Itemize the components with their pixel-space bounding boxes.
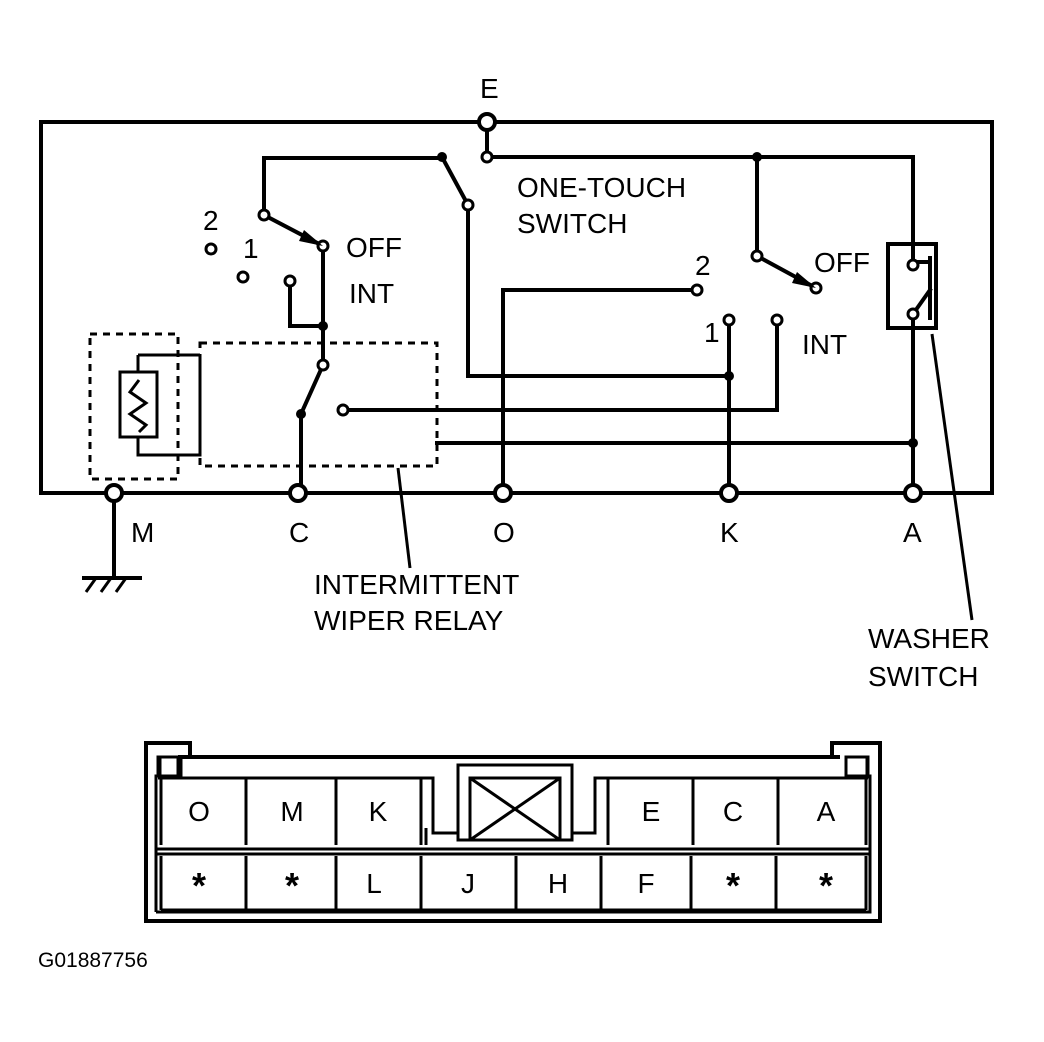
washer-switch-label-line1: WASHER (868, 623, 990, 654)
one-touch-switch-label-line2: SWITCH (517, 208, 627, 239)
terminal-a (903, 483, 923, 503)
right-switch-pos2: 2 (695, 250, 711, 281)
washer-switch-label-line2: SWITCH (868, 661, 978, 692)
pin-bottom-5: H (548, 868, 568, 899)
relay-boundary (88, 332, 439, 481)
right-switch-pos1: 1 (704, 317, 720, 348)
left-switch-int: INT (349, 278, 394, 309)
pin-bottom-3: L (366, 868, 382, 899)
one-touch-switch-label-line1: ONE-TOUCH (517, 172, 686, 203)
callout-leaders (396, 333, 974, 621)
label-terminal-k: K (720, 517, 739, 548)
junction-dots (296, 152, 918, 448)
figure-id: G01887756 (38, 949, 148, 972)
pin-bottom-8: * (819, 865, 833, 906)
terminals (104, 112, 923, 503)
label-terminal-e: E (480, 73, 499, 104)
label-terminal-a: A (903, 517, 922, 548)
terminal-k (719, 483, 739, 503)
switch-position-labels: 2 1 OFF INT 2 1 OFF INT (203, 205, 870, 360)
left-switch-pos2: 2 (203, 205, 219, 236)
pin-bottom-1: * (192, 865, 206, 906)
pin-bottom-2: * (285, 865, 299, 906)
left-switch-off: OFF (346, 232, 402, 263)
connector-pin-labels: O M K E C A * * L J H F * * (188, 796, 836, 906)
terminal-e (477, 112, 497, 132)
callout-text: ONE-TOUCH SWITCH INTERMITTENT WIPER RELA… (314, 172, 990, 692)
pin-top-1: O (188, 796, 210, 827)
relay-label-line2: WIPER RELAY (314, 605, 504, 636)
connector-face (144, 741, 882, 923)
pin-top-2: M (280, 796, 303, 827)
label-terminal-o: O (493, 517, 515, 548)
relay-label-line1: INTERMITTENT (314, 569, 519, 600)
terminal-labels: E M C O K A (131, 73, 922, 548)
terminal-o (493, 483, 513, 503)
pin-top-6: A (817, 796, 836, 827)
left-switch-pos1: 1 (243, 233, 259, 264)
terminal-c (288, 483, 308, 503)
pin-bottom-6: F (637, 868, 654, 899)
pin-top-5: C (723, 796, 743, 827)
pin-bottom-7: * (726, 865, 740, 906)
right-switch-off: OFF (814, 247, 870, 278)
label-terminal-c: C (289, 517, 309, 548)
pin-top-3: K (369, 796, 388, 827)
ground-symbol (82, 499, 142, 593)
pin-top-4: E (642, 796, 661, 827)
switch-contacts (204, 150, 920, 417)
terminal-m (104, 483, 124, 503)
blade-arrowheads (299, 230, 816, 288)
label-terminal-m: M (131, 517, 154, 548)
pin-bottom-4: J (461, 868, 475, 899)
right-switch-int: INT (802, 329, 847, 360)
